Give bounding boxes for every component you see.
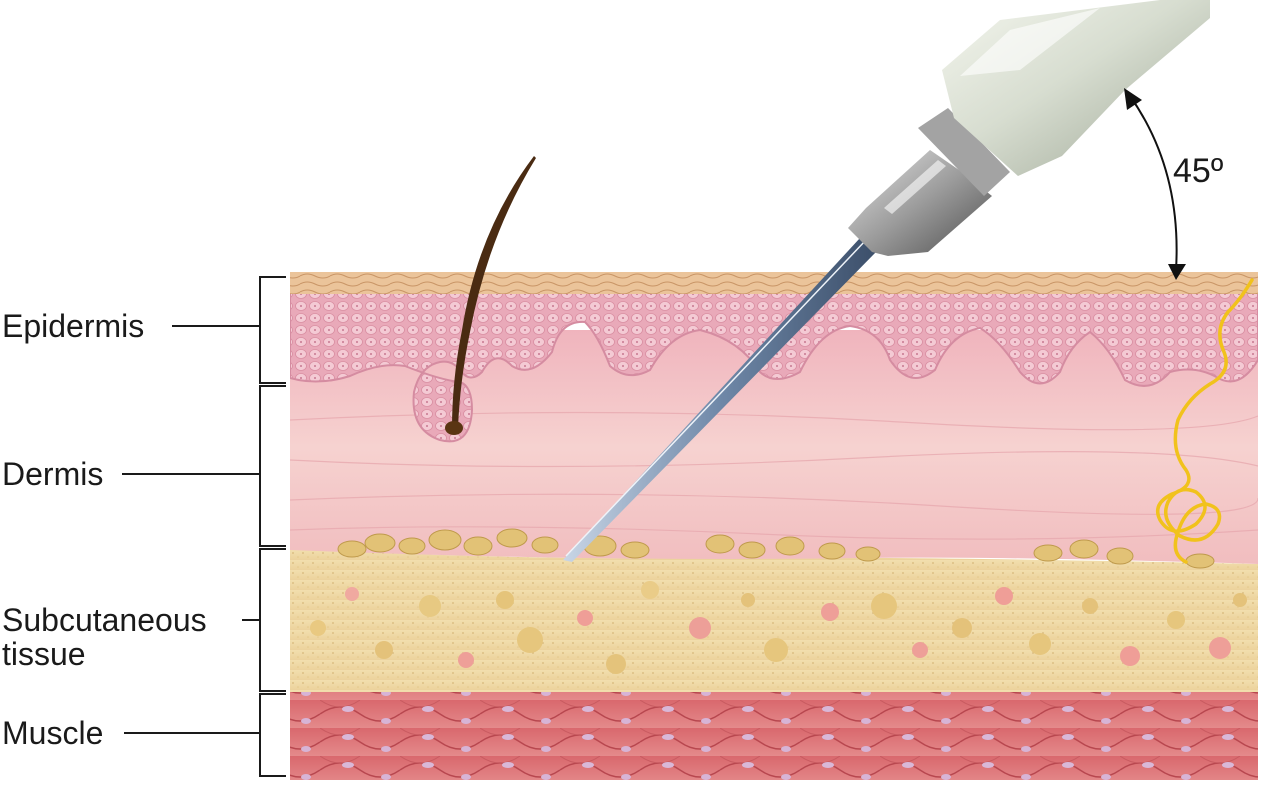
fat-globules xyxy=(310,581,1247,674)
hair-follicle xyxy=(445,421,463,435)
label-angle: 45º xyxy=(1173,152,1224,190)
subcutaneous-layer xyxy=(290,548,1258,692)
stratum-corneum xyxy=(290,272,1258,294)
label-subcutaneous-line1: Subcutaneous xyxy=(2,602,207,638)
needle-shaft xyxy=(563,238,876,562)
bracket-epidermis xyxy=(259,276,286,384)
label-epidermis: Epidermis xyxy=(2,308,145,344)
syringe-needle xyxy=(563,238,876,562)
angle-indicator xyxy=(1129,95,1178,271)
syringe xyxy=(848,0,1210,256)
syringe-collar xyxy=(918,108,1010,196)
nerve-fiber xyxy=(1156,278,1254,564)
fat-lobules-top xyxy=(337,528,1215,569)
bracket-muscle xyxy=(259,693,286,777)
label-subcutaneous: Subcutaneous tissue xyxy=(2,603,207,671)
angle-arrow-top xyxy=(1124,88,1142,110)
label-subcutaneous-line2: tissue xyxy=(2,636,86,672)
layer-brackets xyxy=(122,276,286,777)
muscle-layer xyxy=(290,686,1258,780)
label-dermis: Dermis xyxy=(2,456,104,492)
epidermis-layer xyxy=(290,289,1258,443)
bracket-subcutaneous xyxy=(259,548,286,692)
angle-arrow-bottom xyxy=(1168,264,1186,280)
bracket-dermis xyxy=(259,385,286,547)
syringe-hub xyxy=(848,150,992,256)
dermis-layer xyxy=(290,330,1258,564)
label-muscle: Muscle xyxy=(2,715,104,751)
